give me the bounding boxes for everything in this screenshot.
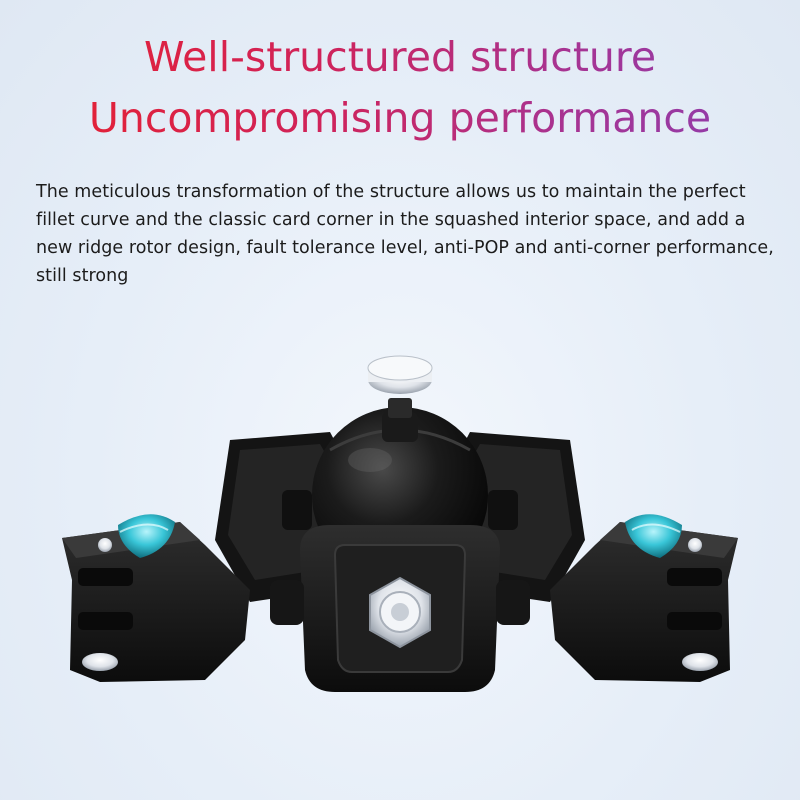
headline-line-1: Well-structured structure xyxy=(0,32,800,82)
right-hinge xyxy=(488,490,530,625)
left-hinge xyxy=(270,490,312,625)
headline-line-2: Uncompromising performance xyxy=(0,93,800,143)
right-edge-piece xyxy=(550,514,738,682)
top-spindle xyxy=(367,355,433,442)
cube-mechanism-illustration xyxy=(62,355,738,692)
front-center-piece xyxy=(300,525,500,692)
description-text: The meticulous transformation of the str… xyxy=(36,182,774,286)
left-edge-piece xyxy=(62,514,250,682)
